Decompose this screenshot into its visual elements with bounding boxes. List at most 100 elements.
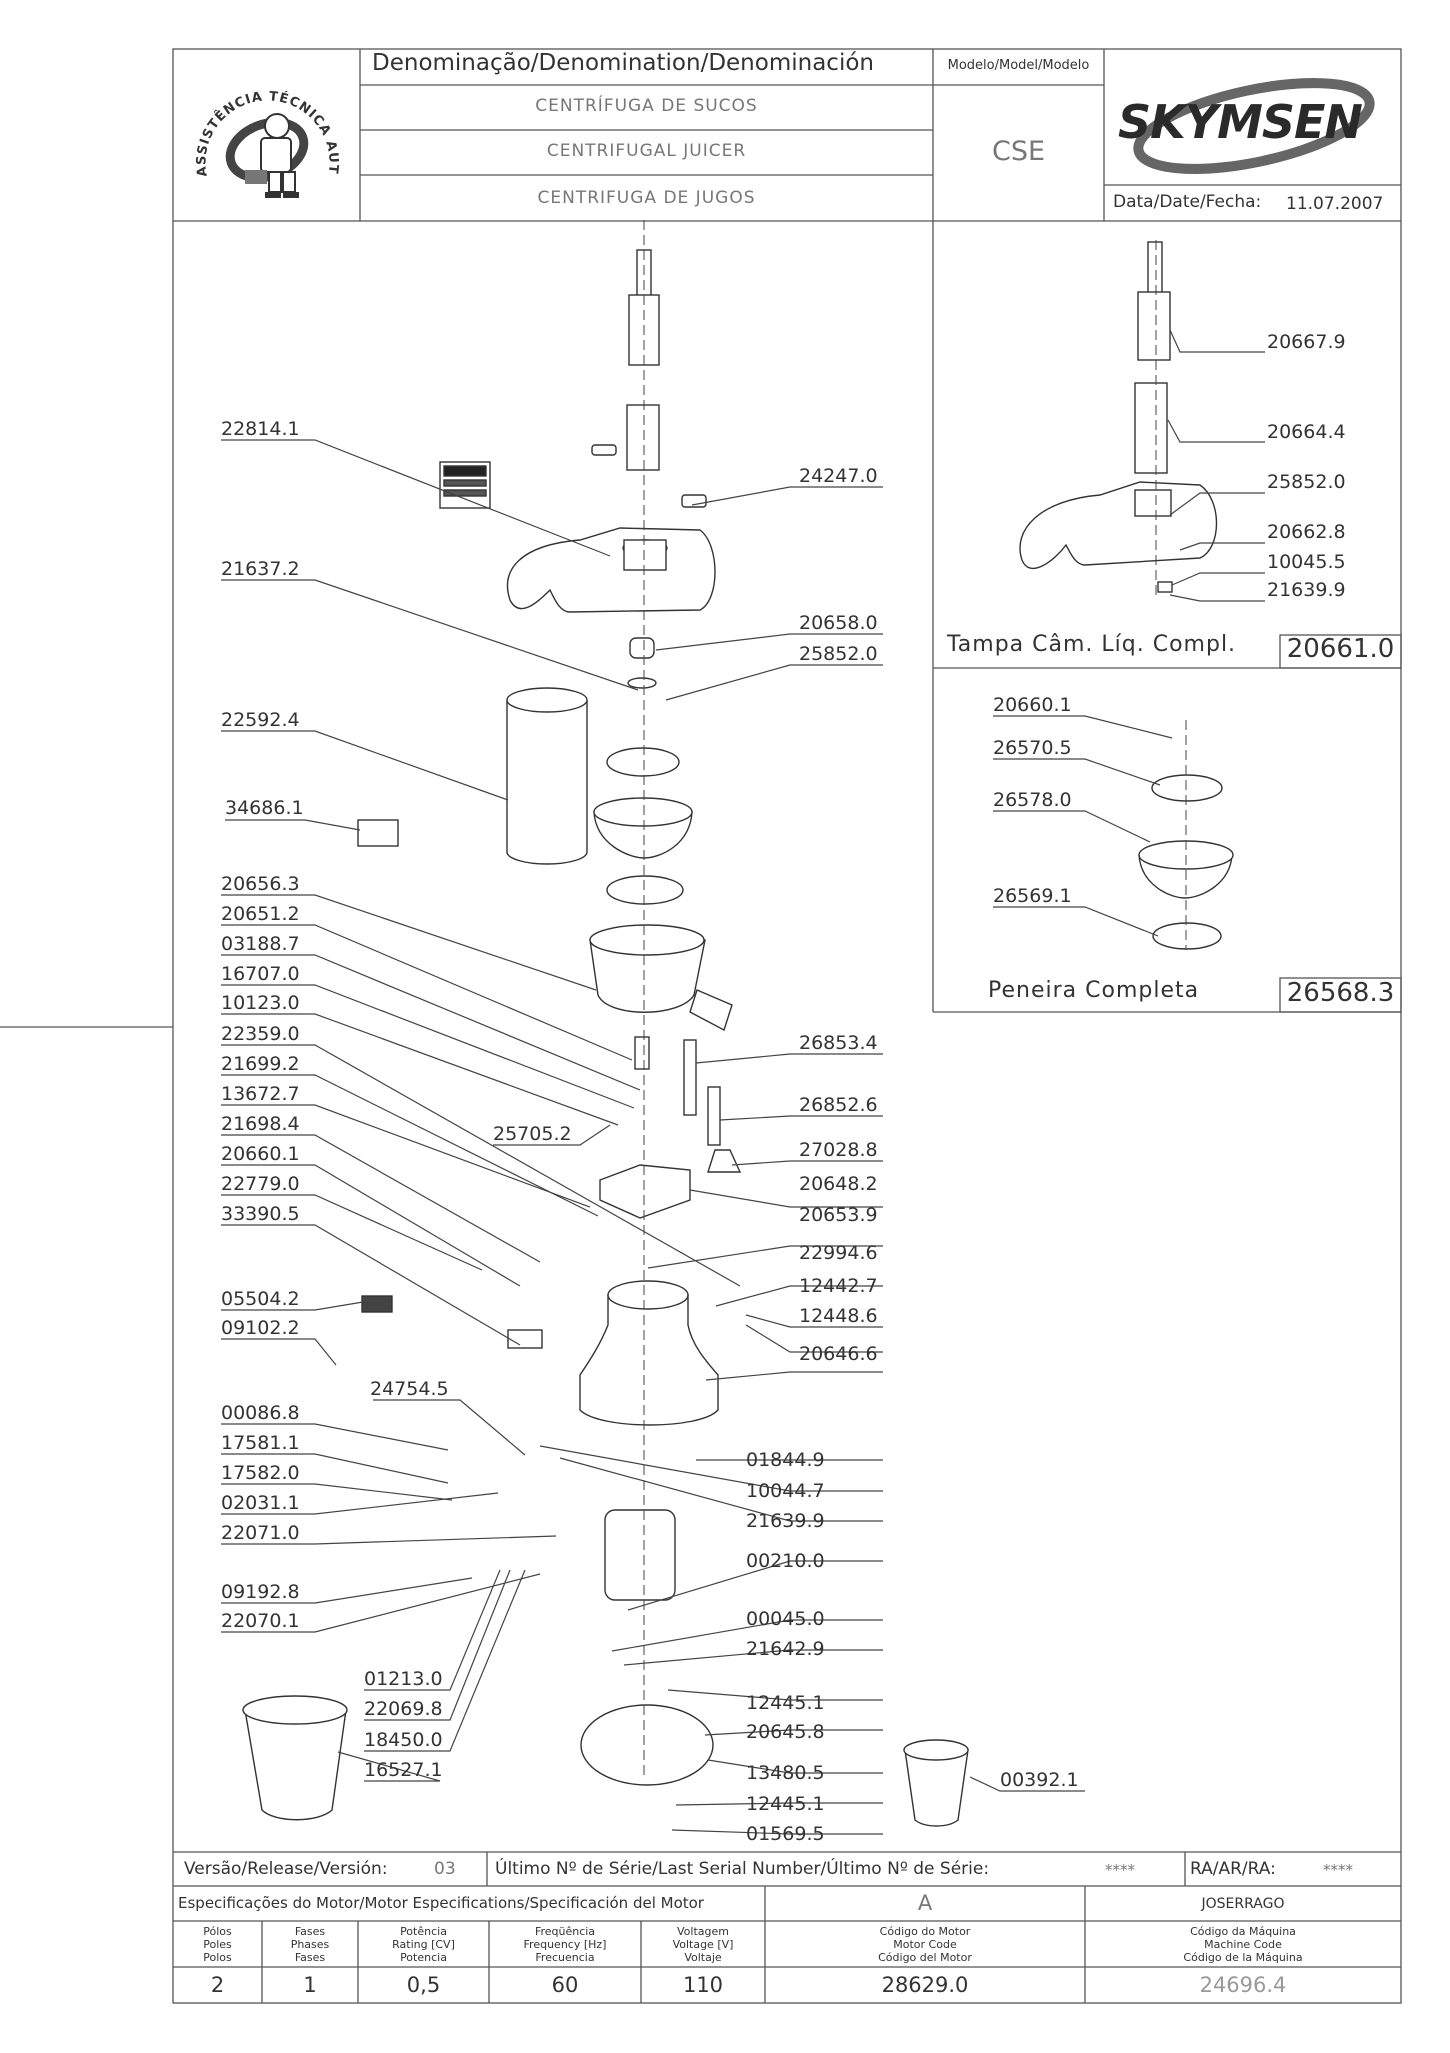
lid-part-label: 10045.5 <box>1267 551 1346 573</box>
version-value: 03 <box>434 1859 456 1879</box>
pusher-sleeve <box>626 404 660 471</box>
product-name-en: CENTRIFUGAL JUICER <box>546 141 747 161</box>
part-label: 16527.1 <box>364 1759 443 1781</box>
part-label: 01569.5 <box>746 1823 825 1845</box>
motor <box>604 1509 676 1601</box>
part-label: 26853.4 <box>799 1032 878 1054</box>
model-value: CSE <box>991 136 1046 167</box>
cutting-disc <box>606 747 680 777</box>
motor-housing <box>579 1294 719 1426</box>
lid-assembly-code: 20661.0 <box>1286 634 1395 664</box>
part-label: 20660.1 <box>221 1143 300 1165</box>
part-label: 12448.6 <box>799 1305 878 1327</box>
spec-value-frequency: 60 <box>551 1973 579 1997</box>
part-label: 26852.6 <box>799 1094 878 1116</box>
sieve-part-label: 26578.0 <box>993 789 1072 811</box>
juice-chamber <box>589 939 706 1013</box>
denomination-title: Denominação/Denomination/Denominación <box>372 50 874 76</box>
part-label: 13672.7 <box>221 1083 300 1105</box>
info-label <box>357 819 399 847</box>
motor-base-plate <box>599 1164 691 1219</box>
part-label: 20648.2 <box>799 1173 878 1195</box>
lid-assembly-title: Tampa Câm. Líq. Compl. <box>947 632 1237 657</box>
lid-part-label: 20667.9 <box>1267 331 1346 353</box>
base-disc <box>580 1704 714 1786</box>
rod-a <box>683 1039 697 1116</box>
rod-b <box>707 1086 721 1146</box>
sieve-part-label: 26569.1 <box>993 885 1072 907</box>
part-label: 21637.2 <box>221 558 300 580</box>
part-label: 10044.7 <box>746 1480 825 1502</box>
part-label: 01213.0 <box>364 1668 443 1690</box>
part-label: 00210.0 <box>746 1550 825 1572</box>
part-label: 20651.2 <box>221 903 300 925</box>
product-name-pt: CENTRÍFUGA DE SUCOS <box>535 96 758 116</box>
part-label: 22071.0 <box>221 1522 300 1544</box>
sieve-assembly-title: Peneira Completa <box>988 978 1200 1003</box>
part-label: 22592.4 <box>221 709 300 731</box>
version-label: Versão/Release/Versión: <box>184 1859 388 1879</box>
sieve-assembly-code: 26568.3 <box>1286 978 1395 1008</box>
spec-value-voltage: 110 <box>682 1973 724 1997</box>
motor-spec-label: Especificações do Motor/Motor Especifica… <box>178 1894 704 1912</box>
part-label: 00392.1 <box>1000 1769 1079 1791</box>
part-label: 18450.0 <box>364 1729 443 1751</box>
part-label: 17582.0 <box>221 1462 300 1484</box>
part-label: 22779.0 <box>221 1173 300 1195</box>
ra-value: **** <box>1323 1861 1353 1879</box>
sieve-part-label: 26570.5 <box>993 737 1072 759</box>
part-label: 00045.0 <box>746 1608 825 1630</box>
part-label: 34686.1 <box>225 797 304 819</box>
shaft-coupling <box>634 1036 650 1070</box>
part-label: 33390.5 <box>221 1203 300 1225</box>
date-label: Data/Date/Fecha: <box>1113 192 1262 212</box>
lid-part-label: 20664.4 <box>1267 421 1346 443</box>
spec-value-motor-code: 28629.0 <box>881 1973 969 1997</box>
sieve-part-label: 20660.1 <box>993 694 1072 716</box>
part-label: 01844.9 <box>746 1449 825 1471</box>
serial-label: Último Nº de Série/Last Serial Number/Úl… <box>495 1859 990 1879</box>
part-label: 20656.3 <box>221 873 300 895</box>
part-label: 22814.1 <box>221 418 300 440</box>
part-label: 20653.9 <box>799 1204 878 1226</box>
spec-value-machine-code: 24696.4 <box>1199 1973 1287 1997</box>
lid-part-label: 21639.9 <box>1267 579 1346 601</box>
part-label: 22359.0 <box>221 1023 300 1045</box>
product-name-es: CENTRIFUGA DE JUGOS <box>537 188 756 208</box>
ra-label: RA/AR/RA: <box>1190 1859 1276 1879</box>
part-label: 21698.4 <box>221 1113 300 1135</box>
hub-washer <box>627 677 657 689</box>
spec-plate <box>361 1295 393 1313</box>
part-label: 09192.8 <box>221 1581 300 1603</box>
small-cup <box>904 1749 969 1827</box>
svg-text:SKYMSEN: SKYMSEN <box>1118 95 1362 149</box>
serial-value: **** <box>1105 1861 1135 1879</box>
part-label: 13480.5 <box>746 1762 825 1784</box>
sieve-ring <box>606 875 684 905</box>
lid-part-label: 25852.0 <box>1267 471 1346 493</box>
part-label: 12442.7 <box>799 1275 878 1297</box>
pusher-cylinder <box>506 700 588 865</box>
part-label: 02031.1 <box>221 1492 300 1514</box>
part-label: 03188.7 <box>221 933 300 955</box>
part-label: 22070.1 <box>221 1610 300 1632</box>
hub-ring <box>629 637 655 659</box>
part-label: 12445.1 <box>746 1793 825 1815</box>
part-label: 20645.8 <box>746 1721 825 1743</box>
large-cup <box>244 1709 347 1821</box>
part-label: 21642.9 <box>746 1638 825 1660</box>
part-label: 27028.8 <box>799 1139 878 1161</box>
spec-value-rating: 0,5 <box>406 1973 441 1997</box>
part-label: 20646.6 <box>799 1343 878 1365</box>
